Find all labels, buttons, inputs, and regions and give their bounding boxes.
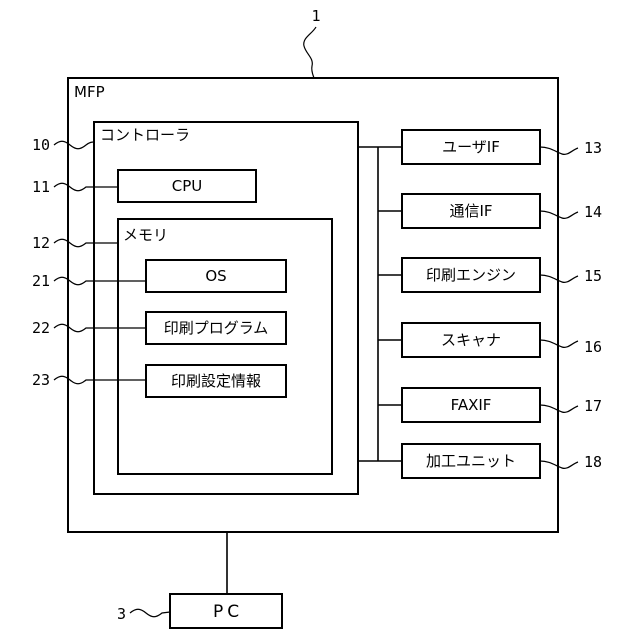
ref-pc: 3 bbox=[117, 605, 126, 623]
scanner-label: スキャナ bbox=[441, 331, 501, 349]
cpu-label: CPU bbox=[172, 177, 203, 195]
pc-label: PC bbox=[213, 602, 243, 622]
ref-processing-unit: 18 bbox=[584, 453, 602, 471]
processing-unit-label: 加工ユニット bbox=[426, 452, 516, 470]
print-engine-label: 印刷エンジン bbox=[426, 266, 516, 284]
ref-user-if: 13 bbox=[584, 139, 602, 157]
fax-if-label: FAXIF bbox=[451, 396, 492, 414]
ref-controller: 10 bbox=[32, 136, 50, 154]
print-program-label: 印刷プログラム bbox=[164, 319, 269, 337]
ref-mfp: 1 bbox=[311, 7, 320, 25]
ref-scanner: 16 bbox=[584, 338, 602, 356]
mfp-label: MFP bbox=[74, 83, 105, 101]
ref-comm-if: 14 bbox=[584, 203, 602, 221]
ref-cpu: 11 bbox=[32, 178, 50, 196]
user-if-label: ユーザIF bbox=[442, 138, 500, 156]
ref-print-settings: 23 bbox=[32, 371, 50, 389]
memory-label: メモリ bbox=[123, 226, 168, 244]
ref-print-engine: 15 bbox=[584, 267, 602, 285]
print-settings-label: 印刷設定情報 bbox=[171, 372, 261, 390]
controller-label: コントローラ bbox=[100, 126, 190, 144]
ref-print-program: 22 bbox=[32, 319, 50, 337]
os-label: OS bbox=[205, 267, 226, 285]
leader-mfp bbox=[304, 27, 316, 78]
memory-box bbox=[118, 219, 332, 474]
ref-os: 21 bbox=[32, 272, 50, 290]
ref-memory: 12 bbox=[32, 234, 50, 252]
ref-fax-if: 17 bbox=[584, 397, 602, 415]
comm-if-label: 通信IF bbox=[449, 202, 492, 220]
leader-pc bbox=[130, 609, 170, 617]
